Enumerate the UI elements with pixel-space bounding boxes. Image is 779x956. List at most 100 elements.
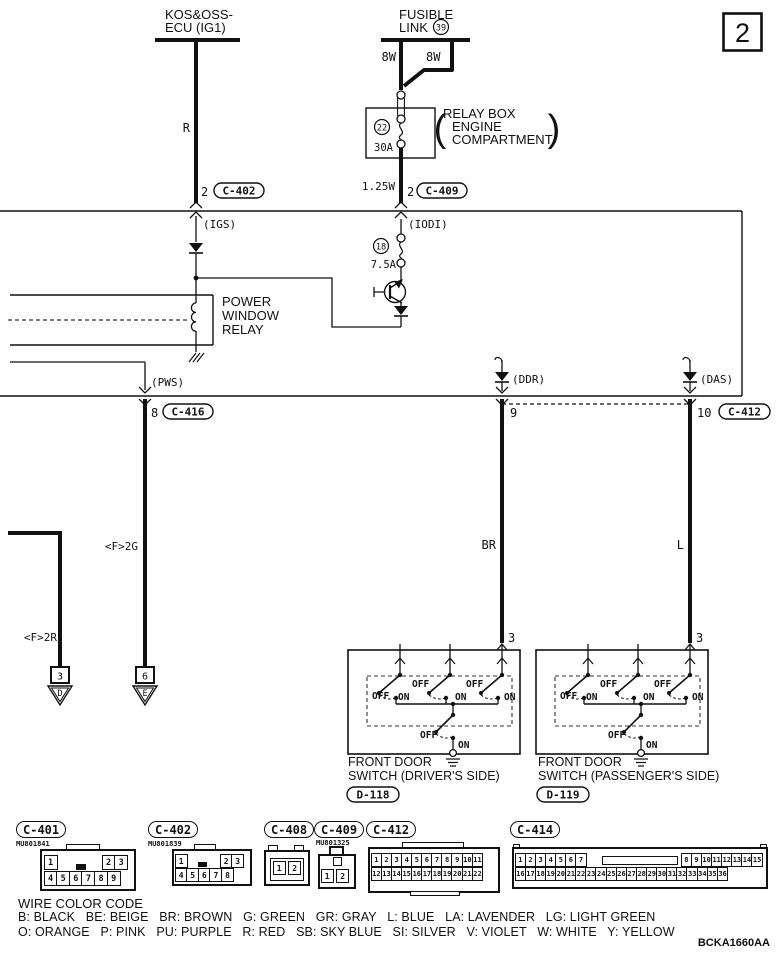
wire-label-br: BR: [482, 538, 497, 552]
document-code: BCKA1660AA: [697, 937, 770, 949]
terminal-d-pin: 3: [57, 672, 63, 683]
wire-label-125w: 1.25W: [362, 180, 395, 193]
connector-label-c414: C-414: [510, 821, 561, 838]
page-number-box: 2: [722, 12, 763, 52]
terminal-d: 3 D: [46, 666, 74, 707]
sw-on-label: ON: [458, 740, 470, 751]
connector-ref-c402: [213, 182, 265, 199]
paren-open: (: [434, 108, 447, 150]
passenger-switch-caption-2: SWITCH (PASSENGER'S SIDE): [538, 769, 719, 783]
ddr-branch: (DDR) 9 BR 3: [482, 356, 690, 651]
sw-off-label: OFF: [608, 730, 625, 741]
paren-close: ): [548, 108, 561, 150]
ecu-pin: 2: [201, 185, 208, 199]
connector-ref-c416-label: C-416: [171, 406, 204, 419]
pin-1: 1: [320, 869, 334, 883]
ecu-branch: KOS&OSS- ECU (IG1) R 2 C-402 (IGS): [155, 7, 401, 328]
sw-on-label: ON: [646, 740, 658, 751]
sw-off-label: OFF: [600, 679, 617, 690]
sw-off-label: OFF: [372, 691, 389, 702]
fusible-title-2: LINK: [399, 20, 428, 35]
connector-ref-c409-label: C-409: [425, 185, 458, 198]
sw-on-label: ON: [692, 692, 704, 703]
c416-pin: 8: [151, 406, 158, 420]
wire-label-f2g: <F>2G: [105, 540, 138, 553]
pin-3: 3: [114, 855, 129, 870]
c402-row1-left: 1: [174, 854, 188, 868]
wire-color-code-line1: B: BLACK BE: BEIGE BR: BROWN G: GREEN GR…: [18, 910, 656, 924]
bus-lines: [0, 210, 743, 397]
connector-ref-d119: [536, 786, 590, 803]
pin-8: 8: [221, 868, 235, 882]
driver-switch-caption-2: SWITCH (DRIVER'S SIDE): [348, 769, 500, 783]
pin-11: 11: [471, 853, 484, 867]
connector-ref-d119-label: D-119: [546, 789, 579, 802]
wire-label-l: L: [677, 538, 684, 552]
pin-2: 2: [288, 861, 302, 875]
pin-4: 4: [43, 871, 58, 886]
wire-color-code-line2: O: ORANGE P: PINK PU: PURPLE R: RED SB: …: [18, 925, 675, 939]
pin-9: 9: [106, 871, 121, 886]
connector-label-c412: C-412: [366, 821, 417, 838]
ecu-title-2: ECU (IG1): [165, 20, 226, 35]
pin-3: 3: [231, 854, 245, 868]
pin-1: 1: [174, 854, 188, 868]
connector-ref-d118: [346, 786, 400, 803]
sw-on-label: ON: [643, 692, 655, 703]
terminal-e-letter: E: [142, 689, 147, 699]
diode-igs: [189, 243, 203, 254]
terminal-d-letter: D: [57, 689, 62, 699]
connector-label-c408: C-408: [264, 821, 315, 838]
connector-part-c401: MU801841: [16, 840, 50, 848]
sw-on-label: ON: [455, 692, 467, 703]
c408-inner: [270, 858, 304, 881]
fusible-link-branch: FUSIBLE LINK 39 8W 8W 22 30A RELAY BOX E…: [362, 7, 560, 327]
connector-ref-c416: [162, 403, 214, 420]
connector-label-c401: C-401: [16, 821, 67, 838]
pin-7: 7: [209, 868, 223, 882]
connector-part-c409: MU801325: [316, 839, 350, 847]
signal-igs-label: (IGS): [203, 218, 236, 231]
c402-notch: [198, 862, 207, 867]
relay-coil: [190, 302, 197, 332]
ddr-pin: 9: [510, 406, 517, 420]
wire-label-8w-left: 8W: [382, 50, 397, 64]
relay-box-caption-3: COMPARTMENT: [452, 132, 553, 147]
sw-off-label: OFF: [654, 679, 671, 690]
terminal-e: 6 E: [131, 666, 159, 707]
fusible-title-1: FUSIBLE: [399, 7, 454, 22]
sw-off-label: OFF: [420, 730, 437, 741]
connector-ref-c402-label: C-402: [222, 185, 255, 198]
c409-pin: 2: [407, 185, 414, 199]
pin-36: 36: [716, 867, 729, 881]
sw-on-label: ON: [586, 692, 598, 703]
pin-5: 5: [186, 868, 200, 882]
fusible-link-number: 39: [436, 24, 446, 34]
fuse-22-number: 22: [377, 124, 387, 134]
connector-ref-d118-label: D-118: [356, 789, 389, 802]
sw-on-label: ON: [398, 692, 410, 703]
transistor-symbol: [373, 267, 407, 306]
sw-on-label: ON: [504, 692, 516, 703]
terminal-e-pin: 6: [142, 672, 148, 683]
fuse-18-amp: 7.5A: [371, 259, 397, 271]
das-switch-pin: 3: [696, 631, 703, 645]
c401-notch: [76, 864, 86, 870]
wire-label-f2r: <F>2R: [24, 631, 57, 644]
pin-1: 1: [43, 855, 58, 870]
das-pin: 10: [697, 406, 711, 420]
relay-box-caption-1: RELAY BOX: [443, 106, 516, 121]
sw-off-label: OFF: [560, 691, 577, 702]
c412-bottom-tab: [410, 891, 460, 896]
relay-caption-2: WINDOW: [222, 308, 280, 323]
das-branch: (DAS) 10 C-412 L 3: [677, 356, 771, 651]
connector-part-c402: MU801839: [148, 840, 182, 848]
ddr-switch-pin: 3: [508, 631, 515, 645]
